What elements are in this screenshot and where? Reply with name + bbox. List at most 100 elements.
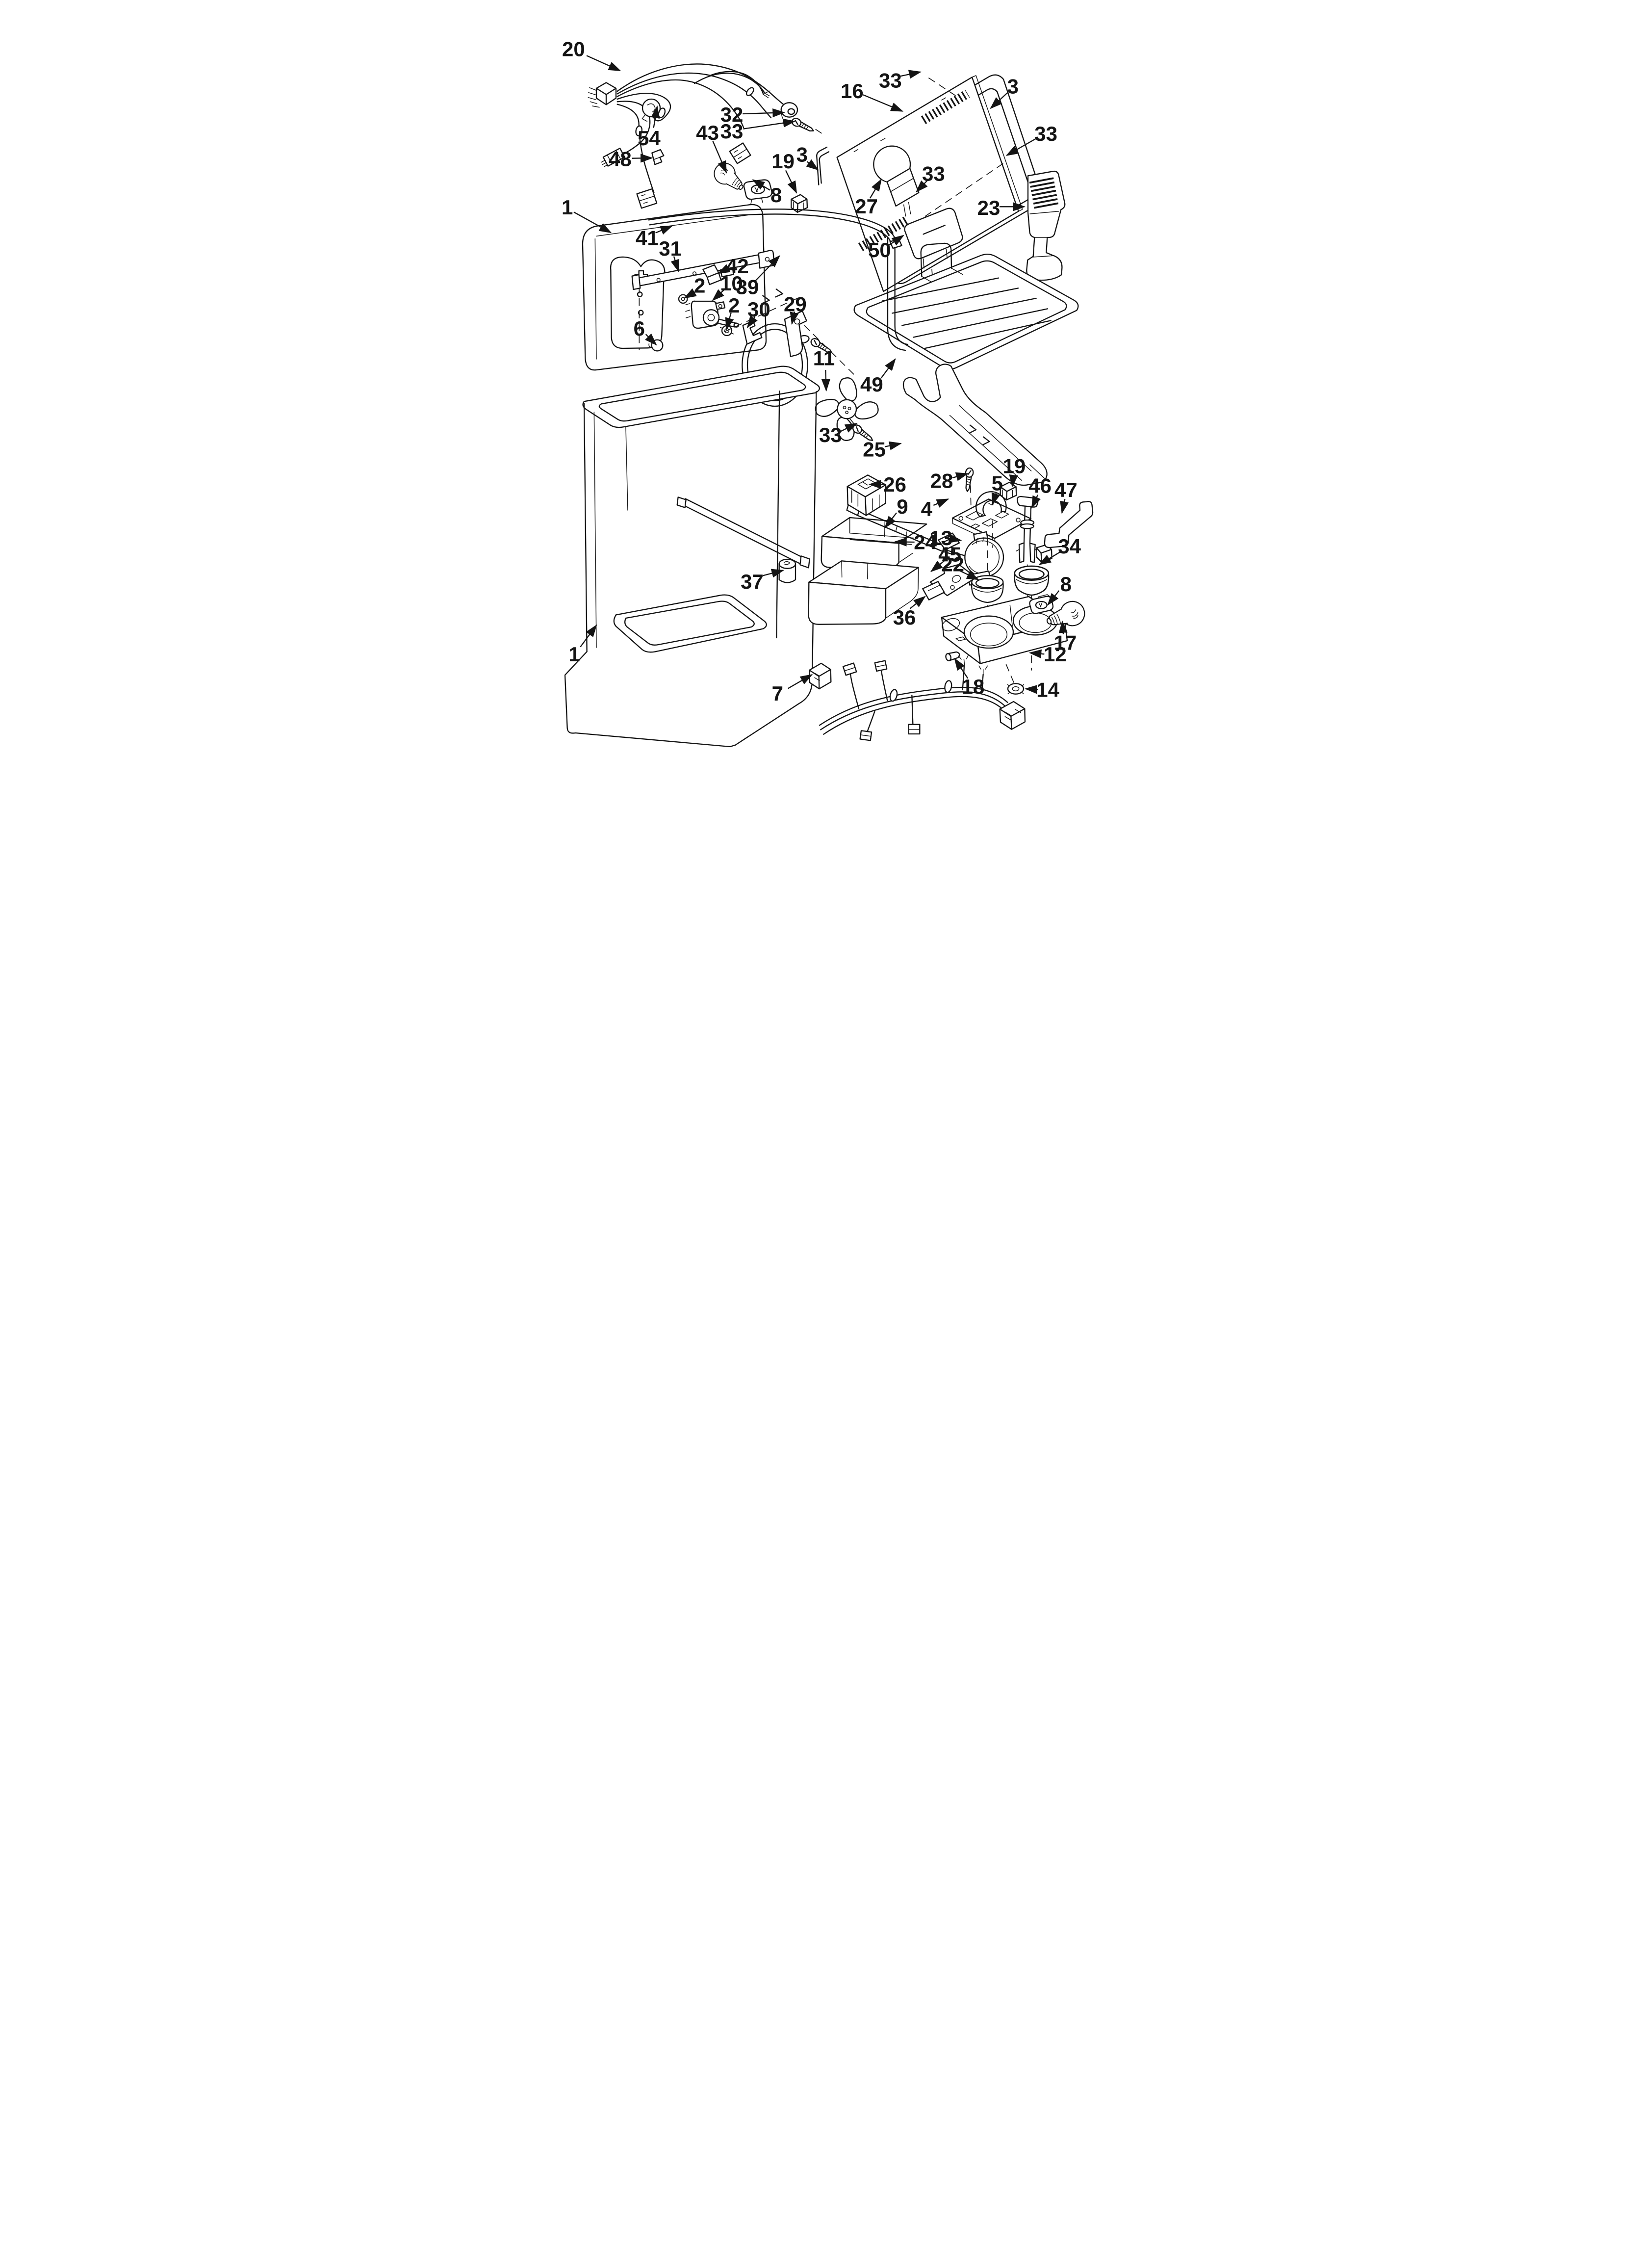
callout-arrow-8 xyxy=(752,179,770,191)
foam-duct-21-drawing xyxy=(808,560,919,625)
callout-label-45: 45 xyxy=(938,543,961,566)
callout-arrow-25 xyxy=(884,441,902,450)
callout-arrow-33 xyxy=(743,118,796,130)
callout-arrow-31 xyxy=(670,256,680,272)
callout-label-12: 12 xyxy=(1044,643,1067,666)
bracket-31-drawing xyxy=(631,250,775,290)
callout-label-26: 26 xyxy=(883,473,906,496)
callout-arrow-47 xyxy=(1060,499,1069,514)
callout-arrow-50 xyxy=(888,235,904,246)
callout-label-32: 32 xyxy=(720,103,744,126)
callout-arrow-33 xyxy=(916,179,929,193)
callout-arrow-20 xyxy=(586,55,621,72)
callout-arrow-3 xyxy=(990,91,1009,109)
callout-label-3: 3 xyxy=(796,143,808,166)
tower-23-drawing xyxy=(1026,170,1066,281)
wire-harness-20-drawing xyxy=(588,63,791,209)
callout-label-33: 33 xyxy=(879,69,902,92)
roller-18-drawing xyxy=(945,651,960,661)
callout-arrow-33 xyxy=(1005,137,1037,156)
tube-drawing xyxy=(887,236,908,351)
callout-arrow-12 xyxy=(1028,649,1045,658)
callout-label-43: 43 xyxy=(696,121,719,144)
callout-label-13: 13 xyxy=(929,526,952,549)
liner-upper-drawing xyxy=(582,204,810,371)
exploded-parts-diagram: 2054484332331983163333327332350141314239… xyxy=(547,0,1095,756)
callout-arrow-28 xyxy=(952,472,969,481)
callout-label-24: 24 xyxy=(914,531,937,554)
callout-arrow-17 xyxy=(1058,620,1068,634)
callout-arrow-16 xyxy=(863,94,904,112)
callout-arrow-4 xyxy=(933,498,949,508)
harness-7-drawing xyxy=(809,654,1026,741)
callout-label-23: 23 xyxy=(977,196,1001,219)
callout-label-54: 54 xyxy=(638,127,661,150)
plug-37-drawing xyxy=(778,558,796,583)
callout-arrow-6 xyxy=(645,333,657,346)
callout-arrow-37 xyxy=(763,569,784,578)
callout-label-42: 42 xyxy=(726,255,749,278)
callout-arrow-3 xyxy=(806,159,819,171)
clip-48-drawing xyxy=(651,149,665,165)
callout-label-30: 30 xyxy=(747,298,770,321)
support-rail-25-drawing xyxy=(903,364,1048,486)
callout-label-39: 39 xyxy=(736,276,759,299)
callout-label-3: 3 xyxy=(1007,75,1019,98)
callout-label-17: 17 xyxy=(1054,631,1077,654)
grommet-14-drawing xyxy=(1007,683,1025,695)
callout-label-27: 27 xyxy=(855,195,878,218)
callout-label-2: 2 xyxy=(728,294,740,317)
callout-label-16: 16 xyxy=(841,79,864,103)
callout-label-25: 25 xyxy=(863,438,886,461)
callout-arrow-54 xyxy=(651,105,660,128)
callout-arrow-8 xyxy=(1047,590,1060,606)
callout-arrow-34 xyxy=(1038,551,1060,565)
callout-arrow-36 xyxy=(909,596,926,609)
callout-arrow-33 xyxy=(840,423,858,433)
callout-arrow-41 xyxy=(655,225,673,235)
bracket-27-drawing xyxy=(886,168,920,217)
callout-arrow-29 xyxy=(790,312,799,325)
callout-arrow-19 xyxy=(1009,474,1018,488)
socket-8-drawing xyxy=(743,179,772,206)
callout-label-7: 7 xyxy=(772,682,783,705)
callout-label-8: 8 xyxy=(1060,573,1072,596)
callout-arrow-19 xyxy=(785,170,797,194)
callout-label-36: 36 xyxy=(893,606,916,629)
drain-pan-49-drawing xyxy=(853,242,1079,370)
bulb-43-drawing xyxy=(709,158,750,197)
callout-arrow-33 xyxy=(900,70,922,79)
c-ring-5-drawing xyxy=(975,491,1007,518)
callout-arrow-39 xyxy=(754,255,780,282)
callout-label-47: 47 xyxy=(1054,478,1078,501)
callout-label-37: 37 xyxy=(741,570,764,593)
callout-arrow-7 xyxy=(788,674,813,689)
callout-label-1: 1 xyxy=(562,196,573,219)
callout-arrow-46 xyxy=(1031,495,1041,509)
callout-arrow-43 xyxy=(712,140,727,174)
callout-label-9: 9 xyxy=(897,495,908,518)
callout-label-18: 18 xyxy=(962,675,985,698)
callout-label-41: 41 xyxy=(636,227,659,250)
callout-label-48: 48 xyxy=(609,148,632,171)
callout-label-50: 50 xyxy=(868,238,891,261)
callout-label-29: 29 xyxy=(784,293,807,316)
callout-label-6: 6 xyxy=(634,317,645,340)
foam-duct-24-drawing xyxy=(821,517,927,569)
callout-arrow-10 xyxy=(712,288,726,301)
callout-label-22: 22 xyxy=(941,553,964,576)
callout-label-33: 33 xyxy=(1034,122,1057,145)
callout-arrow-11 xyxy=(821,369,831,392)
defrost-board-4-drawing xyxy=(951,498,1032,544)
callout-label-20: 20 xyxy=(562,38,585,61)
bulb-cover-22-drawing xyxy=(971,575,1004,603)
callout-label-8: 8 xyxy=(770,183,782,207)
washer-2-drawing xyxy=(678,294,688,304)
callout-arrow-9 xyxy=(884,512,897,529)
callout-label-10: 10 xyxy=(720,272,743,295)
callout-label-4: 4 xyxy=(921,497,933,521)
liner-lower-drawing xyxy=(564,365,820,748)
callout-arrow-49 xyxy=(880,358,896,379)
